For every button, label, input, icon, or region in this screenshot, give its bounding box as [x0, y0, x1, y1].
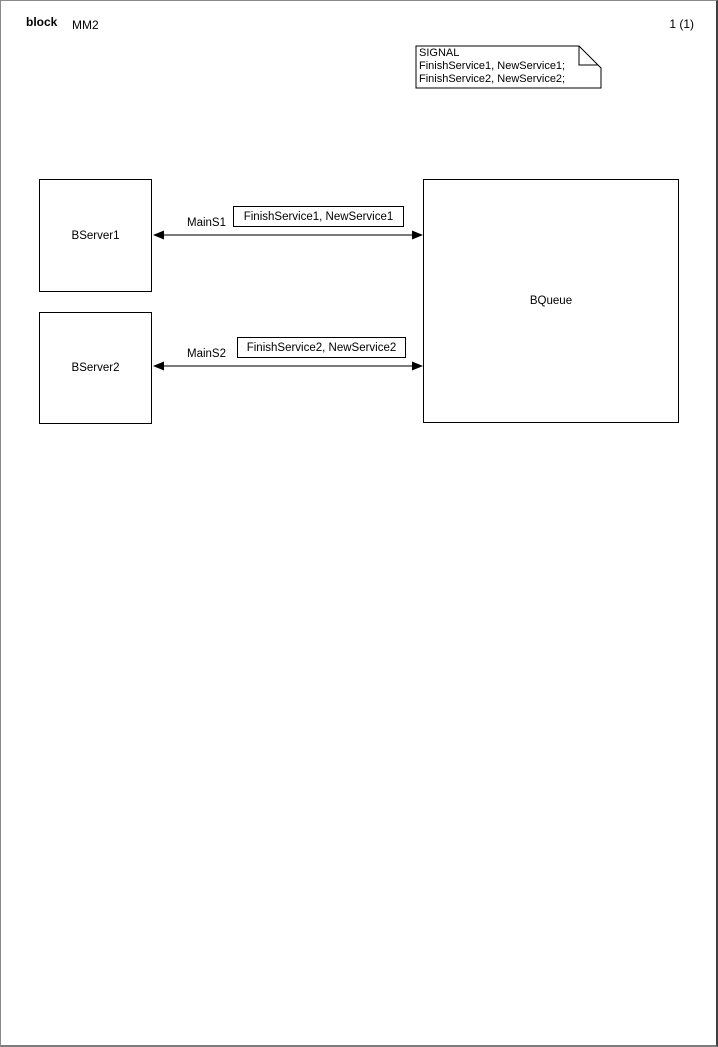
block-bserver1-label: BServer1	[71, 229, 120, 242]
signal-list-mains1[interactable]: FinishService1, NewService1	[233, 206, 404, 227]
signal-note-line: SIGNAL	[419, 47, 460, 59]
signal-list-mains2-text: FinishService2, NewService2	[246, 341, 397, 354]
signal-list-mains1-text: FinishService1, NewService1	[243, 210, 394, 223]
block-bserver1[interactable]: BServer1	[39, 179, 152, 292]
block-bqueue-label: BQueue	[529, 295, 573, 307]
signal-note-line: FinishService2, NewService2;	[419, 72, 566, 85]
signal-list-mains2[interactable]: FinishService2, NewService2	[237, 337, 406, 358]
arrowhead-left-icon	[153, 230, 164, 240]
channel-mains2[interactable]	[153, 361, 423, 371]
signal-note-line: FinishService1, NewService1;	[419, 59, 566, 72]
diagram-name: MM2	[72, 18, 99, 32]
block-bqueue[interactable]: BQueue	[423, 179, 679, 423]
arrowhead-right-icon	[412, 361, 423, 371]
note-fold-icon	[578, 46, 598, 66]
signal-note-symbol[interactable]	[415, 45, 602, 89]
diagram-kind-label: block	[26, 15, 58, 29]
arrowhead-left-icon	[153, 361, 164, 371]
page-number: 1 (1)	[669, 17, 694, 31]
arrowhead-right-icon	[412, 230, 423, 240]
block-bserver2-label: BServer2	[71, 362, 120, 374]
channel-mains1[interactable]	[153, 230, 423, 240]
channel-mains1-name[interactable]: MainS1	[187, 217, 226, 229]
signal-note-text[interactable]: SIGNAL FinishService1, NewService1; Fini…	[419, 47, 595, 85]
channel-mains2-name[interactable]: MainS2	[187, 348, 226, 360]
block-bserver2[interactable]: BServer2	[39, 312, 152, 424]
note-outline[interactable]	[415, 45, 602, 89]
